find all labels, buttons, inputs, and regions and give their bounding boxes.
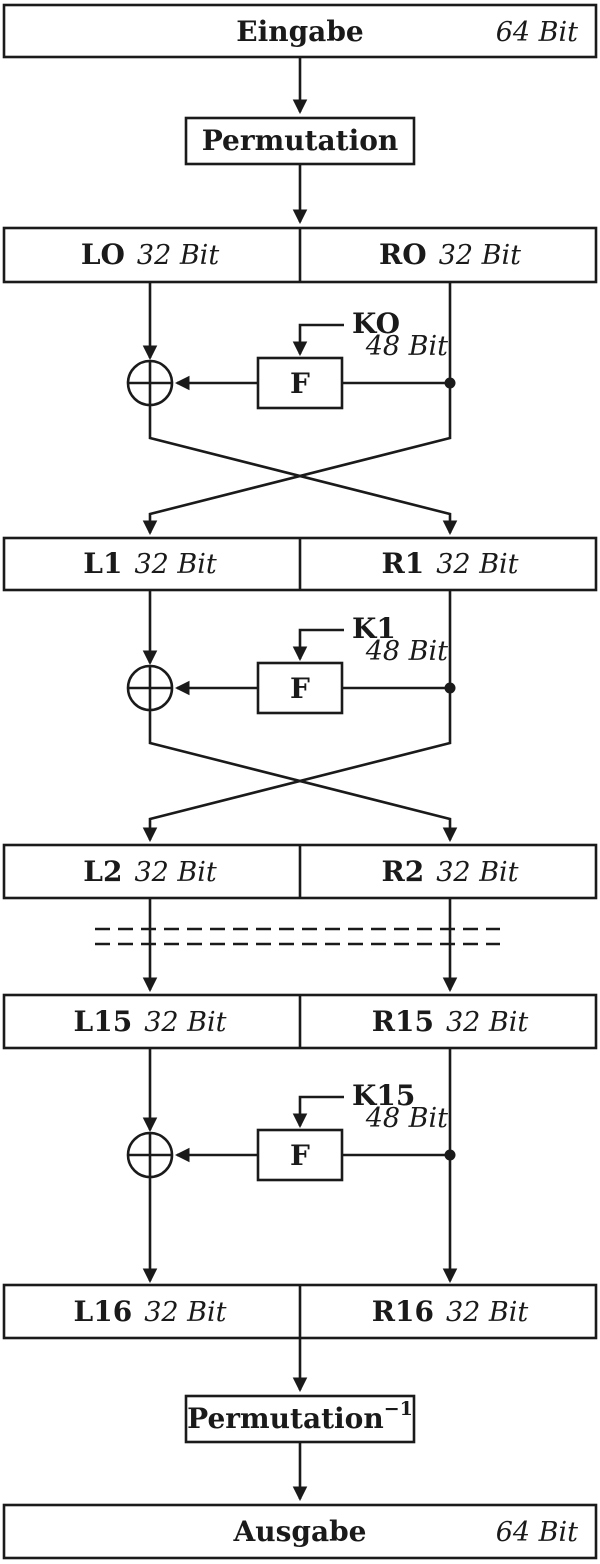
round-0-key-arrow xyxy=(292,323,344,357)
register-left-label-4: L16 32 Bit xyxy=(74,1295,227,1328)
register-left-label-0: LO 32 Bit xyxy=(81,238,219,271)
round-0-key-bits-label: 48 Bit xyxy=(365,331,448,362)
round-0-f-label: F xyxy=(290,367,310,400)
register-right-name-4: R16 xyxy=(372,1295,434,1328)
round-1-f-box xyxy=(256,661,344,715)
register-right-name-1: R1 xyxy=(381,547,424,580)
omitted-rounds-section xyxy=(95,898,500,993)
register-left-bits-0: 32 Bit xyxy=(137,240,219,271)
round-0-tap-dot xyxy=(444,377,456,389)
register-right-bits-0: 32 Bit xyxy=(439,240,521,271)
register-row-4: L16 32 Bit R16 32 Bit xyxy=(2,1283,598,1340)
round-2-f-box xyxy=(256,1128,344,1182)
output-box: Ausgabe 64 Bit xyxy=(2,1503,598,1560)
register-left-name-0: LO xyxy=(81,238,125,271)
register-right-name-3: R15 xyxy=(372,1005,434,1038)
register-row-0: LO 32 Bit RO 32 Bit xyxy=(2,226,598,284)
final-permutation-base: Permutation xyxy=(187,1402,384,1435)
round-1-f-label: F xyxy=(290,672,310,705)
register-right-bits-4: 32 Bit xyxy=(446,1297,528,1328)
register-right-bits-1: 32 Bit xyxy=(436,549,518,580)
register-left-name-3: L15 xyxy=(74,1005,133,1038)
register-left-bits-2: 32 Bit xyxy=(134,857,216,888)
output-box-frame xyxy=(2,1503,598,1560)
register-left-bits-1: 32 Bit xyxy=(134,549,216,580)
final-permutation-box: Permutation−1 xyxy=(184,1394,416,1444)
register-right-label-0: RO 32 Bit xyxy=(379,238,521,271)
round-1-cross-left-to-right xyxy=(148,710,458,843)
register-left-label-1: L1 32 Bit xyxy=(83,547,217,580)
register-right-label-4: R16 32 Bit xyxy=(372,1295,529,1328)
final-permutation-exponent: −1 xyxy=(384,1398,413,1420)
input-box-frame xyxy=(2,3,598,59)
register-right-bits-2: 32 Bit xyxy=(436,857,518,888)
round-2-f-label: F xyxy=(290,1139,310,1172)
round-1-key-arrow xyxy=(292,628,344,662)
register-left-label-3: L15 32 Bit xyxy=(74,1005,227,1038)
round-1-key-bits-label: 48 Bit xyxy=(365,636,448,667)
feistel-round-1: K1 48 Bit F xyxy=(126,590,458,843)
register-right-label-1: R1 32 Bit xyxy=(381,547,518,580)
register-left-bits-4: 32 Bit xyxy=(144,1297,226,1328)
register-row-2: L2 32 Bit R2 32 Bit xyxy=(2,843,598,900)
register-right-name-0: RO xyxy=(379,238,427,271)
round-0-key-label: KO xyxy=(352,307,400,340)
register-row-3: L15 32 Bit R15 32 Bit xyxy=(2,993,598,1050)
round-1-key-label: K1 xyxy=(352,612,396,645)
round-0-cross-left-to-right xyxy=(148,405,458,536)
round-1-cross-right-to-left xyxy=(142,590,452,843)
register-row-1: L1 32 Bit R1 32 Bit xyxy=(2,536,598,592)
register-left-name-2: L2 xyxy=(83,855,122,888)
round-2-key-bits-label: 48 Bit xyxy=(365,1103,448,1134)
round-2-key-label: K15 xyxy=(352,1079,415,1112)
round-1-tap-dot xyxy=(444,682,456,694)
register-left-name-4: L16 xyxy=(74,1295,133,1328)
register-left-bits-3: 32 Bit xyxy=(144,1007,226,1038)
round-2-tap-dot xyxy=(444,1149,456,1161)
round-2-key-arrow xyxy=(292,1095,344,1129)
register-right-bits-3: 32 Bit xyxy=(446,1007,528,1038)
register-right-label-3: R15 32 Bit xyxy=(372,1005,529,1038)
initial-permutation-frame xyxy=(184,116,416,166)
register-right-label-2: R2 32 Bit xyxy=(381,855,518,888)
initial-permutation-box: Permutation xyxy=(184,116,416,166)
input-box: Eingabe 64 Bit xyxy=(2,3,598,59)
output-label: Ausgabe xyxy=(233,1515,367,1548)
register-left-name-1: L1 xyxy=(83,547,122,580)
feistel-round-0: KO 48 Bit F xyxy=(126,282,458,536)
register-right-name-2: R2 xyxy=(381,855,424,888)
initial-permutation-label: Permutation xyxy=(202,124,399,157)
input-bits-label: 64 Bit xyxy=(496,17,578,48)
output-bits-label: 64 Bit xyxy=(496,1517,578,1548)
input-label: Eingabe xyxy=(236,15,363,48)
feistel-round-2: K15 48 Bit F xyxy=(126,1048,458,1284)
register-left-label-2: L2 32 Bit xyxy=(83,855,217,888)
round-0-f-box xyxy=(256,356,344,410)
final-permutation-label: Permutation−1 xyxy=(187,1398,413,1435)
